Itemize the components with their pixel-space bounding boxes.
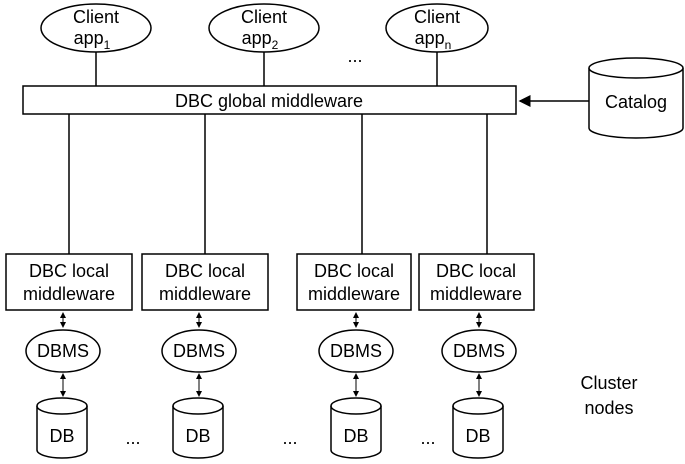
client-app-label: app bbox=[74, 28, 104, 48]
client-ellipse bbox=[40, 3, 152, 53]
client-subscript: 1 bbox=[104, 38, 111, 52]
client-ellipsis: ... bbox=[347, 46, 362, 66]
catalog-cylinder-top bbox=[588, 57, 684, 79]
client-app-2: Client app2 bbox=[208, 3, 320, 86]
cluster-node-4: DBC local middleware DBMS DB bbox=[418, 253, 535, 459]
dbms-label: DBMS bbox=[453, 341, 505, 361]
svg-text:app2: app2 bbox=[242, 28, 279, 52]
db-label: DB bbox=[343, 426, 368, 446]
local-middleware-box bbox=[141, 253, 269, 311]
local-middleware-line2: middleware bbox=[430, 284, 522, 304]
client-subscript: n bbox=[445, 38, 452, 52]
db-cylinder-body bbox=[172, 406, 224, 459]
global-middleware: DBC global middleware bbox=[22, 85, 517, 115]
db-label: DB bbox=[465, 426, 490, 446]
dbms-ellipse bbox=[441, 329, 517, 373]
local-middleware-line2: middleware bbox=[308, 284, 400, 304]
client-name: Client bbox=[241, 7, 287, 27]
catalog-cylinder-body bbox=[588, 68, 684, 139]
client-app-n: Client appn bbox=[385, 3, 489, 86]
node-ellipsis: ... bbox=[420, 428, 435, 448]
db-cylinder-body bbox=[452, 406, 504, 459]
local-middleware-line2: middleware bbox=[159, 284, 251, 304]
node-ellipsis: ... bbox=[125, 428, 140, 448]
client-subscript: 2 bbox=[272, 38, 279, 52]
db-cylinder-top bbox=[330, 397, 382, 415]
global-middleware-label: DBC global middleware bbox=[175, 91, 363, 111]
local-middleware-box bbox=[296, 253, 412, 311]
local-middleware-line1: DBC local bbox=[436, 261, 516, 281]
db-cylinder-top bbox=[452, 397, 504, 415]
cluster-node-3: DBC local middleware DBMS DB bbox=[296, 253, 412, 459]
svg-text:appn: appn bbox=[415, 28, 452, 52]
dbms-ellipse bbox=[318, 329, 394, 373]
cluster-label-line1: Cluster bbox=[580, 373, 637, 393]
db-label: DB bbox=[185, 426, 210, 446]
client-app-1: Client app1 bbox=[40, 3, 152, 86]
db-cylinder-body bbox=[330, 406, 382, 459]
client-ellipse bbox=[208, 3, 320, 53]
db-cylinder-body bbox=[36, 406, 88, 459]
catalog: Catalog bbox=[518, 57, 684, 139]
dbms-label: DBMS bbox=[173, 341, 225, 361]
local-middleware-line1: DBC local bbox=[29, 261, 109, 281]
dbms-ellipse bbox=[25, 329, 101, 373]
db-cylinder-top bbox=[36, 397, 88, 415]
local-middleware-line2: middleware bbox=[23, 284, 115, 304]
local-middleware-line1: DBC local bbox=[165, 261, 245, 281]
dbms-label: DBMS bbox=[37, 341, 89, 361]
local-middleware-line1: DBC local bbox=[314, 261, 394, 281]
cluster-node-1: DBC local middleware DBMS DB bbox=[5, 253, 133, 459]
svg-text:app1: app1 bbox=[74, 28, 111, 52]
client-ellipse bbox=[385, 3, 489, 53]
client-name: Client bbox=[73, 7, 119, 27]
local-middleware-box bbox=[5, 253, 133, 311]
dbms-label: DBMS bbox=[330, 341, 382, 361]
client-name: Client bbox=[414, 7, 460, 27]
cluster-node-2: DBC local middleware DBMS DB bbox=[141, 253, 269, 459]
client-app-label: app bbox=[415, 28, 445, 48]
dbms-ellipse bbox=[161, 329, 237, 373]
local-middleware-box bbox=[418, 253, 535, 311]
client-app-label: app bbox=[242, 28, 272, 48]
catalog-label: Catalog bbox=[605, 92, 667, 112]
db-label: DB bbox=[49, 426, 74, 446]
db-cylinder-top bbox=[172, 397, 224, 415]
cluster-label-line2: nodes bbox=[584, 398, 633, 418]
global-middleware-box bbox=[22, 85, 517, 115]
node-ellipsis: ... bbox=[282, 428, 297, 448]
